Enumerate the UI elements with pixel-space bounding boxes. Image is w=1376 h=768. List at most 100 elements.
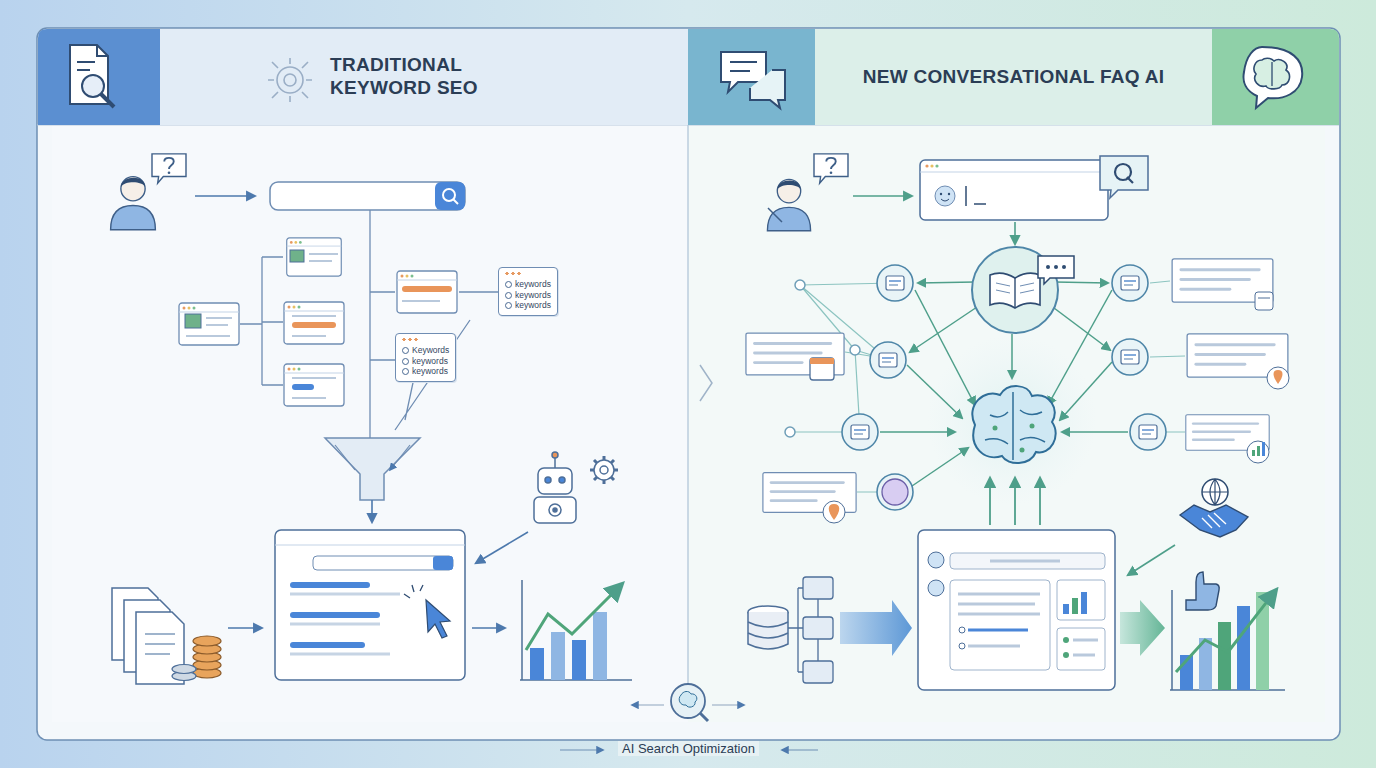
docs-and-coins-part-part [193, 636, 221, 646]
keyword-item: keywords [402, 366, 449, 377]
growth-chart-part [526, 584, 622, 650]
chat-window-part [1063, 652, 1069, 658]
info-cards-part [1247, 441, 1269, 463]
knowledge-book-part [1054, 265, 1058, 269]
page-cards-part [179, 303, 239, 345]
arrow [1128, 545, 1175, 575]
page-cards-part [309, 253, 338, 255]
ai-brain-part [1020, 448, 1025, 453]
docs-and-coins-part-part [172, 665, 196, 674]
chat-input-part [1127, 177, 1133, 183]
chat-input-part [948, 193, 950, 195]
robot-part [553, 508, 557, 512]
network-arrows-part [915, 290, 975, 405]
ai-search-badge-part [632, 704, 664, 705]
page-cards-part [292, 384, 314, 390]
network-arrows-part [1062, 431, 1128, 433]
background-part [688, 125, 689, 690]
chat-window-part [1063, 637, 1069, 643]
results-browser-part [290, 653, 390, 656]
docs-and-coins-part [172, 636, 221, 681]
search-bar-part [435, 182, 465, 210]
tree-lines-part [395, 320, 470, 430]
growth-chart-part [593, 612, 607, 680]
up-arrows-part [1039, 478, 1041, 525]
info-cards [746, 259, 1289, 523]
user-right-part [767, 179, 810, 230]
text-wrap: TRADITIONAL KEYWORD SEO [330, 54, 536, 100]
user-right-part [768, 208, 782, 222]
chat-input-part [935, 186, 955, 206]
chat-window-part [918, 530, 1115, 690]
up-arrows-part [989, 478, 991, 525]
page-cards-part [284, 364, 344, 406]
satellites-part [795, 280, 805, 290]
page-cards-part [292, 322, 336, 328]
knowledge-book-part [1014, 278, 1015, 308]
handshake-globe [1180, 479, 1248, 537]
chat-window-part [950, 553, 1105, 569]
arrow [472, 627, 505, 629]
ai-search-badge-part [712, 704, 744, 705]
window-dots [401, 338, 419, 341]
satellites-part [882, 479, 908, 505]
page-cards-part [186, 335, 230, 337]
brain-bubble-icon-part [1244, 47, 1303, 108]
handshake-globe-part [1202, 479, 1228, 505]
header-bar-part [38, 29, 160, 125]
header-bar [38, 29, 1339, 125]
search-bar-part [453, 199, 458, 204]
keyword-item: keywords [505, 290, 551, 301]
chat-window-part [1081, 592, 1087, 614]
satellites-part [850, 345, 860, 355]
header-bar-part [160, 29, 688, 125]
chat-icon [721, 52, 785, 108]
results-browser-part [313, 556, 453, 570]
data-sources-part [817, 599, 818, 661]
chat-window-part [959, 627, 965, 633]
chat-window-part [958, 593, 1040, 596]
chat-icon-part [730, 61, 757, 63]
background-part [37, 28, 1340, 740]
robot-part [559, 477, 565, 483]
header-title: TRADITIONAL KEYWORD SEO [330, 54, 536, 100]
document-search-icon-part [77, 61, 95, 63]
ai-search-badge-part [560, 749, 603, 750]
robot-part [554, 458, 556, 468]
page-cards-part [292, 377, 336, 379]
satellites-part [870, 342, 906, 378]
text-wrap: NEW CONVERSATIONAL FAQ AI [863, 66, 1165, 89]
satellites-part [1112, 339, 1148, 375]
docs-and-coins-part [145, 633, 175, 635]
handshake-globe-part [1202, 513, 1226, 528]
chat-icon-part [750, 70, 785, 108]
network-arrows-part [912, 448, 968, 486]
ai-brain-part [1030, 424, 1035, 429]
page-cards [179, 238, 457, 406]
target-icon [268, 58, 312, 102]
info-cards-part [1255, 292, 1273, 310]
funnel-part [325, 438, 420, 500]
data-sources [748, 577, 912, 683]
robot-part [545, 477, 551, 483]
big-arrow [1120, 600, 1165, 656]
keyword-item: keywords [402, 356, 449, 367]
page-cards-part [287, 238, 342, 276]
data-sources-part [748, 622, 788, 638]
knowledge-book-part [996, 283, 1034, 293]
page-cards-part [206, 324, 228, 326]
network-arrows-part [1060, 362, 1112, 420]
page-cards-part [402, 286, 452, 292]
growth-chart-part [572, 640, 586, 680]
page-cards-part [185, 314, 201, 328]
document-search-icon [70, 45, 114, 107]
chat-input-part [935, 164, 938, 167]
ai-brain-part [972, 386, 1055, 463]
chat-window-part [958, 603, 1035, 606]
target-icon-part [268, 58, 312, 102]
chat-window-part [928, 552, 944, 568]
user-left [111, 154, 186, 230]
network-arrows-part [910, 305, 980, 352]
results-browser-part [290, 593, 400, 596]
